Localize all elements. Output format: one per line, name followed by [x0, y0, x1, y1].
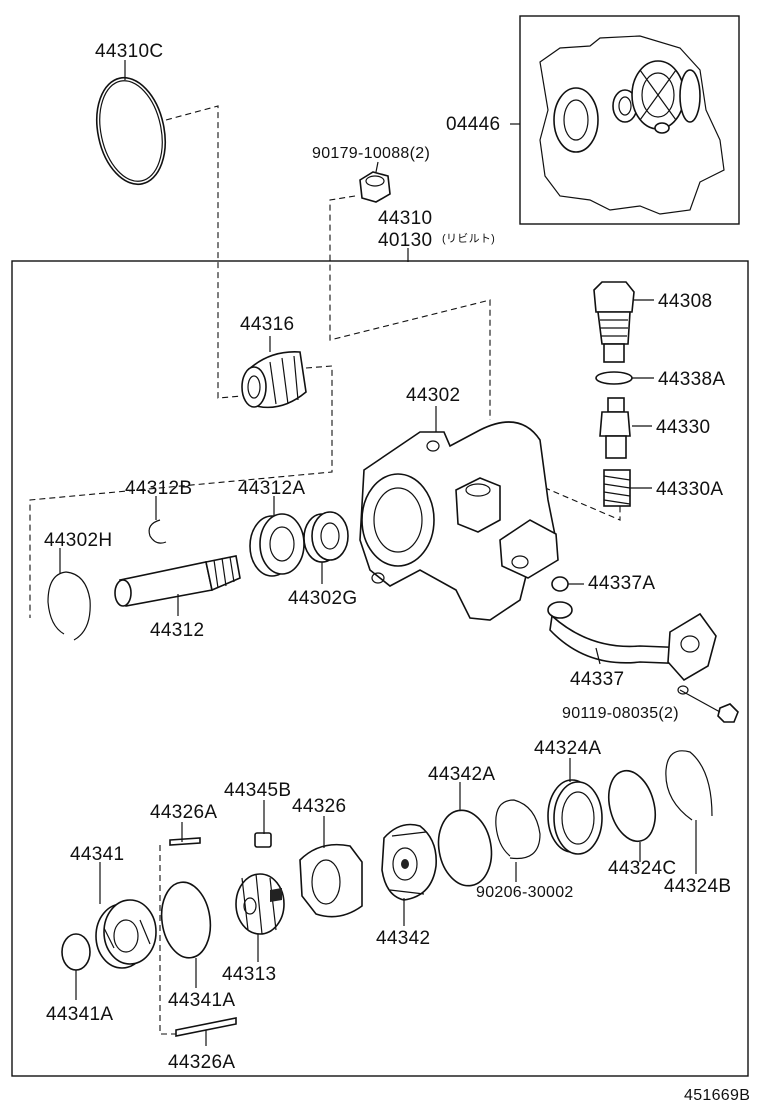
- key-44345B: [254, 832, 272, 848]
- label-90206: 90206-30002: [476, 884, 574, 901]
- label-44324B: 44324B: [664, 876, 731, 897]
- inset-frame: [519, 15, 740, 225]
- label-44313: 44313: [222, 964, 276, 985]
- label-44312: 44312: [150, 620, 204, 641]
- label-44316: 44316: [240, 314, 294, 335]
- snap-ring-44312B: [148, 519, 167, 544]
- seal-44302G: [303, 511, 349, 563]
- label-44326: 44326: [292, 796, 346, 817]
- spring-44330A: [603, 469, 631, 507]
- label-44330A: 44330A: [656, 479, 723, 500]
- o-ring-44341A-right: [160, 881, 212, 959]
- bolt-90119: [717, 703, 739, 723]
- label-90119: 90119-08035(2): [562, 705, 679, 722]
- part-44308: [593, 281, 635, 363]
- label-44337: 44337: [570, 669, 624, 690]
- bearing-44312A: [249, 513, 305, 577]
- label-40130: 40130: [378, 230, 432, 251]
- label-44310: 44310: [378, 208, 432, 229]
- diagram-id: 451669B: [684, 1087, 750, 1104]
- nut-90179: [359, 171, 391, 203]
- label-44330: 44330: [656, 417, 710, 438]
- label-44324C: 44324C: [608, 858, 676, 879]
- label-44338A: 44338A: [658, 369, 725, 390]
- o-ring-44324C: [607, 769, 657, 843]
- label-44326A-top: 44326A: [150, 802, 217, 823]
- label-44312A: 44312A: [238, 478, 305, 499]
- leader-lines: [59, 60, 721, 1046]
- label-44324A: 44324A: [534, 738, 601, 759]
- o-ring-44341A-left: [61, 933, 91, 971]
- label-44302H: 44302H: [44, 530, 112, 551]
- assembly-frame: [11, 260, 749, 1077]
- snap-ring-44302H: [47, 571, 91, 641]
- pin-44326A-top: [169, 837, 201, 846]
- cover-44341: [95, 899, 157, 969]
- label-90179: 90179-10088(2): [312, 145, 430, 162]
- pump-housing-44302: [359, 421, 559, 621]
- label-44302: 44302: [406, 385, 460, 406]
- label-44312B: 44312B: [125, 478, 192, 499]
- part-44316: [241, 351, 307, 409]
- label-44302G: 44302G: [288, 588, 357, 609]
- label-44341A-left: 44341A: [46, 1004, 113, 1025]
- label-44308: 44308: [658, 291, 712, 312]
- snap-ring-90206: [495, 799, 541, 860]
- o-ring-44342A: [437, 809, 493, 887]
- shaft-44312: [114, 555, 241, 607]
- o-ring-44310C: [96, 76, 166, 186]
- gasket-kit-illustration: [539, 35, 725, 215]
- seal-44324A: [547, 779, 603, 855]
- o-ring-44338A: [595, 371, 633, 385]
- snap-ring-44324B: [665, 750, 713, 821]
- pipe-44337: [547, 601, 717, 695]
- label-44342: 44342: [376, 928, 430, 949]
- o-ring-44337A: [551, 576, 569, 592]
- label-04446: 04446: [446, 114, 500, 135]
- label-44341A-right: 44341A: [168, 990, 235, 1011]
- label-44310C: 44310C: [95, 41, 163, 62]
- label-44337A: 44337A: [588, 573, 655, 594]
- label-44342A: 44342A: [428, 764, 495, 785]
- rotor-44313: [235, 873, 285, 935]
- label-40130-note: (リビルト): [442, 232, 495, 245]
- label-44345B: 44345B: [224, 780, 291, 801]
- part-44330: [599, 397, 631, 459]
- label-44326A-bottom: 44326A: [168, 1052, 235, 1073]
- label-44341: 44341: [70, 844, 124, 865]
- cam-ring-44326: [299, 843, 363, 918]
- part-labels: 44310C 04446 90179-10088(2) 44310 40130 …: [44, 41, 750, 1104]
- plate-44342: [381, 823, 437, 901]
- pin-44326A-bottom: [175, 1017, 237, 1037]
